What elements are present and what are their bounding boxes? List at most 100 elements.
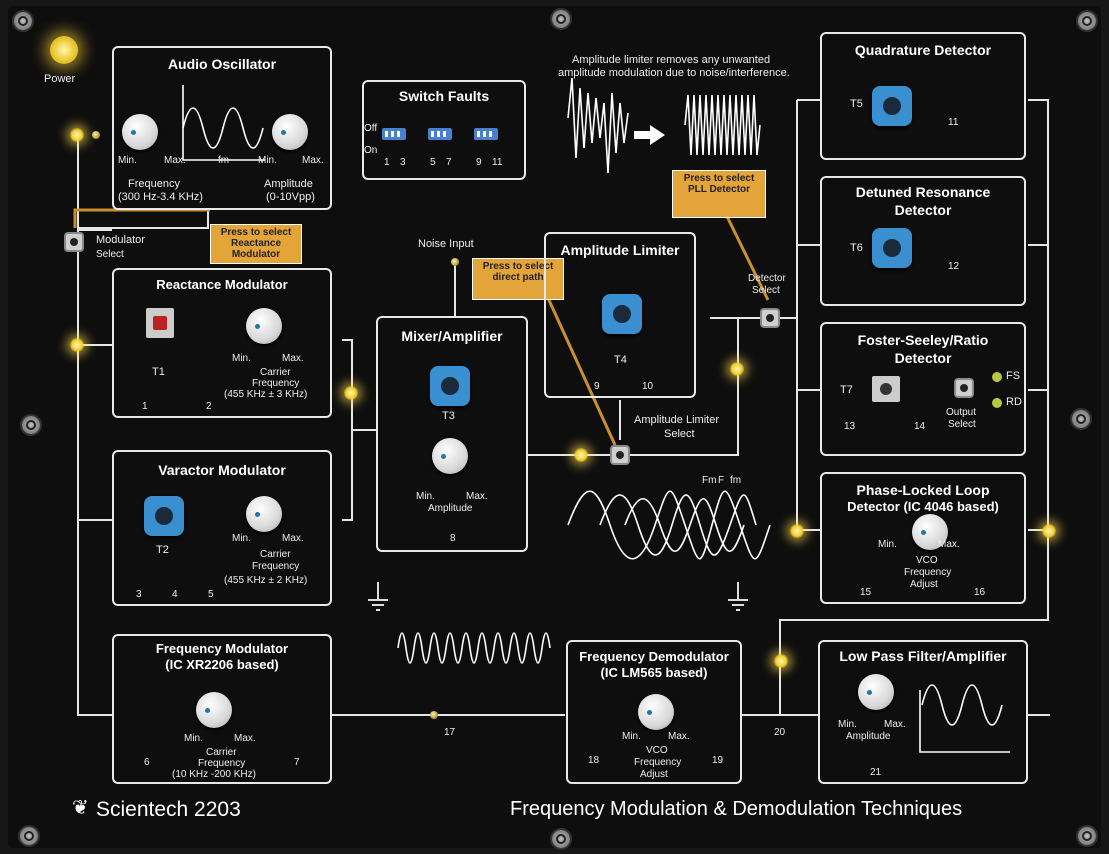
amplitude-limiter-select-label: Select: [664, 428, 695, 440]
panel-title: Quadrature Detector: [854, 42, 992, 58]
amplitude-knob[interactable]: [432, 438, 468, 474]
frequency-label: Frequency: [252, 378, 300, 389]
power-led[interactable]: [50, 36, 78, 64]
limiter-note: Amplitude limiter removes any unwanted: [572, 54, 771, 66]
carrier-label: Carrier: [206, 747, 237, 758]
detector-select-button[interactable]: [762, 310, 778, 326]
screw-icon: [552, 10, 570, 28]
t4-tuning-coil[interactable]: [602, 294, 642, 334]
rd-led: [992, 398, 1002, 408]
modulator-select-button[interactable]: [66, 234, 82, 250]
board-frame: [8, 6, 1101, 848]
led-indicator: [790, 524, 804, 538]
limiter-note: amplitude modulation due to noise/interf…: [558, 67, 790, 79]
frequency-label: Frequency: [904, 567, 952, 578]
output-select-button[interactable]: [956, 380, 972, 396]
detector-select-label: Select: [752, 285, 780, 296]
screw-icon: [20, 827, 38, 845]
panel-subtitle: (IC LM565 based): [600, 665, 708, 680]
max-label: Max.: [466, 491, 488, 502]
fault-number: 5: [430, 157, 436, 168]
max-label: Max.: [302, 155, 324, 166]
t5-tuning-coil[interactable]: [872, 86, 912, 126]
frequency-demodulator-panel: Frequency Demodulator (IC LM565 based) M…: [566, 640, 742, 784]
vco-label: VCO: [916, 555, 938, 566]
t3-label: T3: [442, 410, 455, 422]
carrier-frequency-knob[interactable]: [196, 692, 232, 728]
fm-label: fm: [218, 155, 230, 166]
vco-frequency-knob[interactable]: [638, 694, 674, 730]
on-label: On: [364, 145, 378, 156]
amplitude-limiter-select-button[interactable]: [612, 447, 628, 463]
frequency-label: Frequency: [252, 561, 300, 572]
max-label: Max.: [668, 731, 690, 742]
carrier-frequency-knob[interactable]: [246, 308, 282, 344]
test-point-18: 18: [588, 755, 600, 766]
max-label: Max.: [164, 155, 186, 166]
frequency-label: Frequency: [198, 758, 246, 769]
output-select-label: Output: [946, 407, 977, 418]
t7-label: T7: [840, 384, 853, 396]
test-point-16: 16: [974, 587, 986, 598]
board-subtitle: Frequency Modulation & Demodulation Tech…: [510, 798, 963, 820]
panel-title: Mixer/Amplifier: [401, 328, 503, 344]
panel-subtitle: Detector: [894, 350, 952, 366]
adjust-label: Adjust: [910, 579, 938, 590]
test-point-21: 21: [870, 767, 882, 778]
test-point-1: 1: [142, 401, 148, 412]
t6-tuning-coil[interactable]: [872, 228, 912, 268]
frequency-knob[interactable]: [122, 114, 158, 150]
max-label: Max.: [282, 533, 304, 544]
panel-title: Audio Oscillator: [167, 56, 277, 72]
pll-callout: Press to select PLL Detector: [672, 170, 766, 218]
max-label: Max.: [938, 539, 960, 550]
carrier-label: Carrier: [260, 549, 291, 560]
fault-dip-switch[interactable]: [474, 128, 498, 140]
test-point-20: 20: [774, 727, 786, 738]
test-point-10: 10: [642, 381, 654, 392]
t7-transformer[interactable]: [872, 376, 900, 402]
panel-title: Detuned Resonance: [855, 184, 991, 200]
amplitude-knob[interactable]: [858, 674, 894, 710]
fs-led: [992, 372, 1002, 382]
off-label: Off: [364, 123, 378, 134]
output-select-label: Select: [948, 419, 976, 430]
panel-subtitle: (IC XR2206 based): [165, 657, 279, 672]
fm-wave-label: fm: [730, 475, 742, 486]
screw-icon: [1078, 12, 1096, 30]
fault-number: 9: [476, 157, 482, 168]
fault-number: 1: [384, 157, 390, 168]
noise-input-socket[interactable]: [451, 258, 459, 266]
fault-dip-switch[interactable]: [382, 128, 406, 140]
rd-label: RD: [1006, 396, 1022, 408]
modulator-select-label: Select: [96, 249, 124, 260]
amplitude-label: Amplitude: [264, 178, 313, 190]
test-point-2: 2: [206, 401, 212, 412]
carrier-range: (10 KHz -200 KHz): [172, 769, 256, 780]
fm-wave-label: Fm: [702, 475, 717, 486]
carrier-range: (455 KHz ± 3 KHz): [224, 389, 308, 400]
min-label: Min.: [184, 733, 203, 744]
panel-title: Frequency Demodulator: [579, 649, 729, 664]
frequency-modulator-panel: Frequency Modulator (IC XR2206 based) Mi…: [112, 634, 332, 784]
carrier-frequency-knob[interactable]: [246, 496, 282, 532]
max-label: Max.: [884, 719, 906, 730]
quadrature-detector-panel: Quadrature Detector T5 11: [820, 32, 1026, 160]
audio-oscillator-panel: Audio Oscillator Min. Max. fm Min. Max. …: [112, 46, 332, 210]
amplitude-knob[interactable]: [272, 114, 308, 150]
switch-faults-panel: Switch Faults Off On 1 3 5 7 9 11: [362, 80, 526, 180]
fault-number: 3: [400, 157, 406, 168]
test-point-9: 9: [594, 381, 600, 392]
min-label: Min.: [838, 719, 857, 730]
test-point-3: 3: [136, 589, 142, 600]
fault-dip-switch[interactable]: [428, 128, 452, 140]
test-point-15: 15: [860, 587, 872, 598]
t1-switch[interactable]: [146, 308, 174, 338]
vco-frequency-knob[interactable]: [912, 514, 948, 550]
t2-tuning-coil[interactable]: [144, 496, 184, 536]
socket[interactable]: [430, 711, 438, 719]
t3-tuning-coil[interactable]: [430, 366, 470, 406]
t4-label: T4: [614, 354, 627, 366]
socket[interactable]: [92, 131, 100, 139]
